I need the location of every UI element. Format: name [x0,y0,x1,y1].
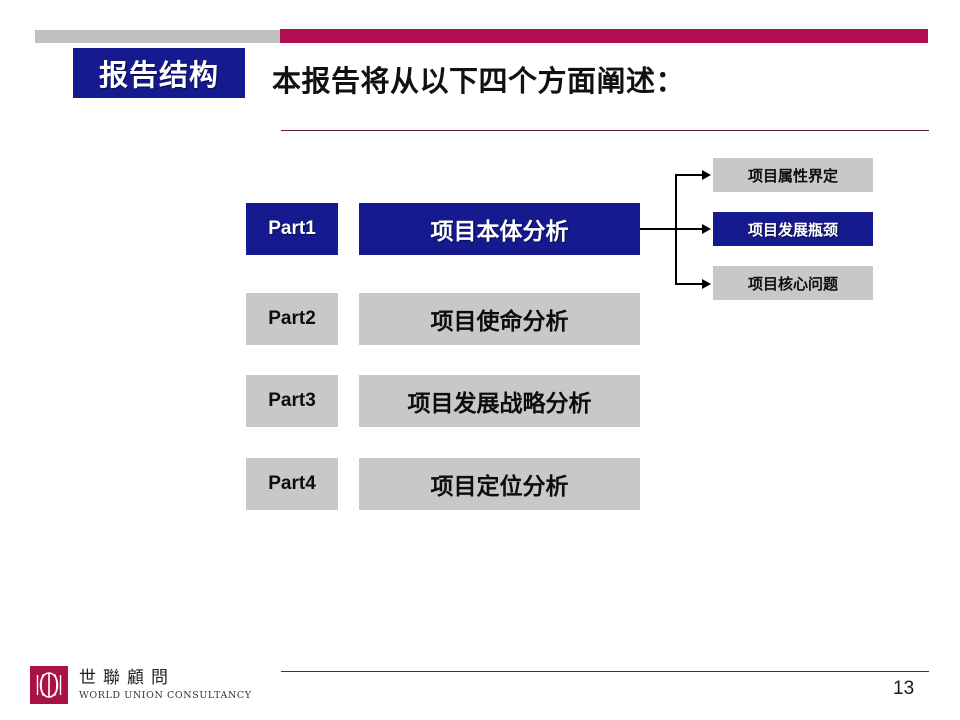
sub-box-text-1: 项目属性界定 [747,167,838,185]
page-title: 本报告将从以下四个方面阐述： [272,66,686,98]
part-box-text-4: 项目定位分析 [430,473,569,499]
part-box-text-3: 项目发展战略分析 [407,390,592,416]
world-union-emblem-icon [30,666,68,704]
logo-text-block: 世聯顧問 WORLD UNION CONSULTANCY [79,667,252,702]
title-divider [281,130,929,131]
part-box-3[interactable]: 项目发展战略分析 [359,375,640,427]
part-label-3[interactable]: Part3 [246,375,338,427]
section-tag-label: 报告结构 [98,60,219,92]
part-label-text-3: Part3 [268,390,316,411]
part-box-1[interactable]: 项目本体分析 [359,203,640,255]
part-label-text-2: Part2 [268,308,316,329]
part-label-1[interactable]: Part1 [246,203,338,255]
sub-box-3[interactable]: 项目核心问题 [713,266,873,300]
part-box-4[interactable]: 项目定位分析 [359,458,640,510]
part-box-text-2: 项目使命分析 [430,308,569,334]
part-label-text-1: Part1 [268,218,316,239]
connector-stem [640,228,677,230]
logo-english-name: WORLD UNION CONSULTANCY [79,690,252,702]
footer-divider [281,671,929,672]
connector-branch-1 [675,174,704,176]
sub-box-text-3: 项目核心问题 [747,275,838,293]
company-logo: 世聯顧問 WORLD UNION CONSULTANCY [30,666,252,704]
part-box-2[interactable]: 项目使命分析 [359,293,640,345]
part-label-4[interactable]: Part4 [246,458,338,510]
top-bar-gray-segment [35,30,280,43]
sub-box-text-2: 项目发展瓶颈 [747,221,838,239]
page-number: 13 [893,678,915,699]
connector-branch-3 [675,283,704,285]
connector-branch-2 [675,228,704,230]
part-label-2[interactable]: Part2 [246,293,338,345]
logo-chinese-name: 世聯顧問 [79,667,175,688]
sub-box-1[interactable]: 项目属性界定 [713,158,873,192]
part-label-text-4: Part4 [268,473,316,494]
section-tag-badge: 报告结构 [73,48,245,98]
arrow-head-icon-1 [702,170,711,180]
top-bar-crimson-segment [280,29,928,43]
sub-box-2[interactable]: 项目发展瓶颈 [713,212,873,246]
arrow-head-icon-2 [702,224,711,234]
arrow-head-icon-3 [702,279,711,289]
part-box-text-1: 项目本体分析 [430,218,569,244]
